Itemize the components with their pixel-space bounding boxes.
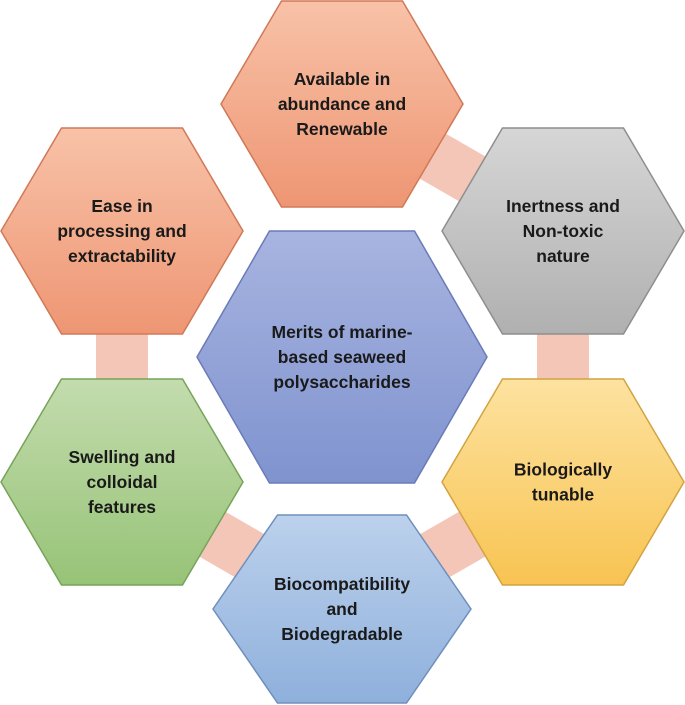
hexagon-label-swelling: Swelling and colloidal features xyxy=(69,447,176,517)
hexagon-shape-center xyxy=(196,230,488,484)
hexagon-label-line: Ease in xyxy=(91,196,152,216)
hexagon-label-biological: Biologically tunable xyxy=(514,460,612,505)
hexagon-biological: Biologically tunable xyxy=(441,378,685,586)
hexagon-label-line: nature xyxy=(536,246,590,266)
hexagon-swelling: Swelling and colloidal features xyxy=(0,378,244,586)
hexagon-shape-swelling xyxy=(0,378,244,586)
hexagon-label-line: Biologically xyxy=(514,460,612,480)
hexagon-shape-ease xyxy=(0,127,244,335)
hexagon-ease: Ease in processing and extractability xyxy=(0,127,244,335)
hexagon-label-line: Swelling and xyxy=(69,447,176,467)
hexagon-label-line: abundance and xyxy=(278,94,406,114)
hexagon-shape-inertness xyxy=(441,127,685,335)
hexagon-label-ease: Ease in processing and extractability xyxy=(57,196,186,266)
hexagon-label-line: polysaccharides xyxy=(273,372,410,392)
hexagon-label-line: Inertness and xyxy=(506,196,620,216)
hexagon-label-line: and xyxy=(326,599,357,619)
hexagon-label-line: Available in xyxy=(294,69,391,89)
hexagon-label-line: Non-toxic xyxy=(523,221,604,241)
hexagon-label-line: features xyxy=(88,497,156,517)
hexagon-label-line: processing and xyxy=(57,221,186,241)
hexagon-shape-biological xyxy=(441,378,685,586)
hexagon-label-line: Renewable xyxy=(296,119,388,139)
hexagon-label-center: Merits of marine-based seaweed polysaccha… xyxy=(272,322,413,392)
hexagon-center: Merits of marine-based seaweed polysaccha… xyxy=(196,230,488,484)
hexagon-label-line: Merits of marine- xyxy=(272,322,413,342)
hexagon-label-line: based seaweed xyxy=(278,347,406,367)
hexagon-shape-biocompatibility xyxy=(212,514,472,704)
hexagon-label-line: extractability xyxy=(68,246,176,266)
hexagon-label-line: tunable xyxy=(532,485,594,505)
hexagon-label-line: Biodegradable xyxy=(281,624,403,644)
hexagon-label-line: colloidal xyxy=(87,472,158,492)
hexagon-shape-abundance xyxy=(220,0,464,208)
hexagon-label-line: Biocompatibility xyxy=(274,574,410,594)
